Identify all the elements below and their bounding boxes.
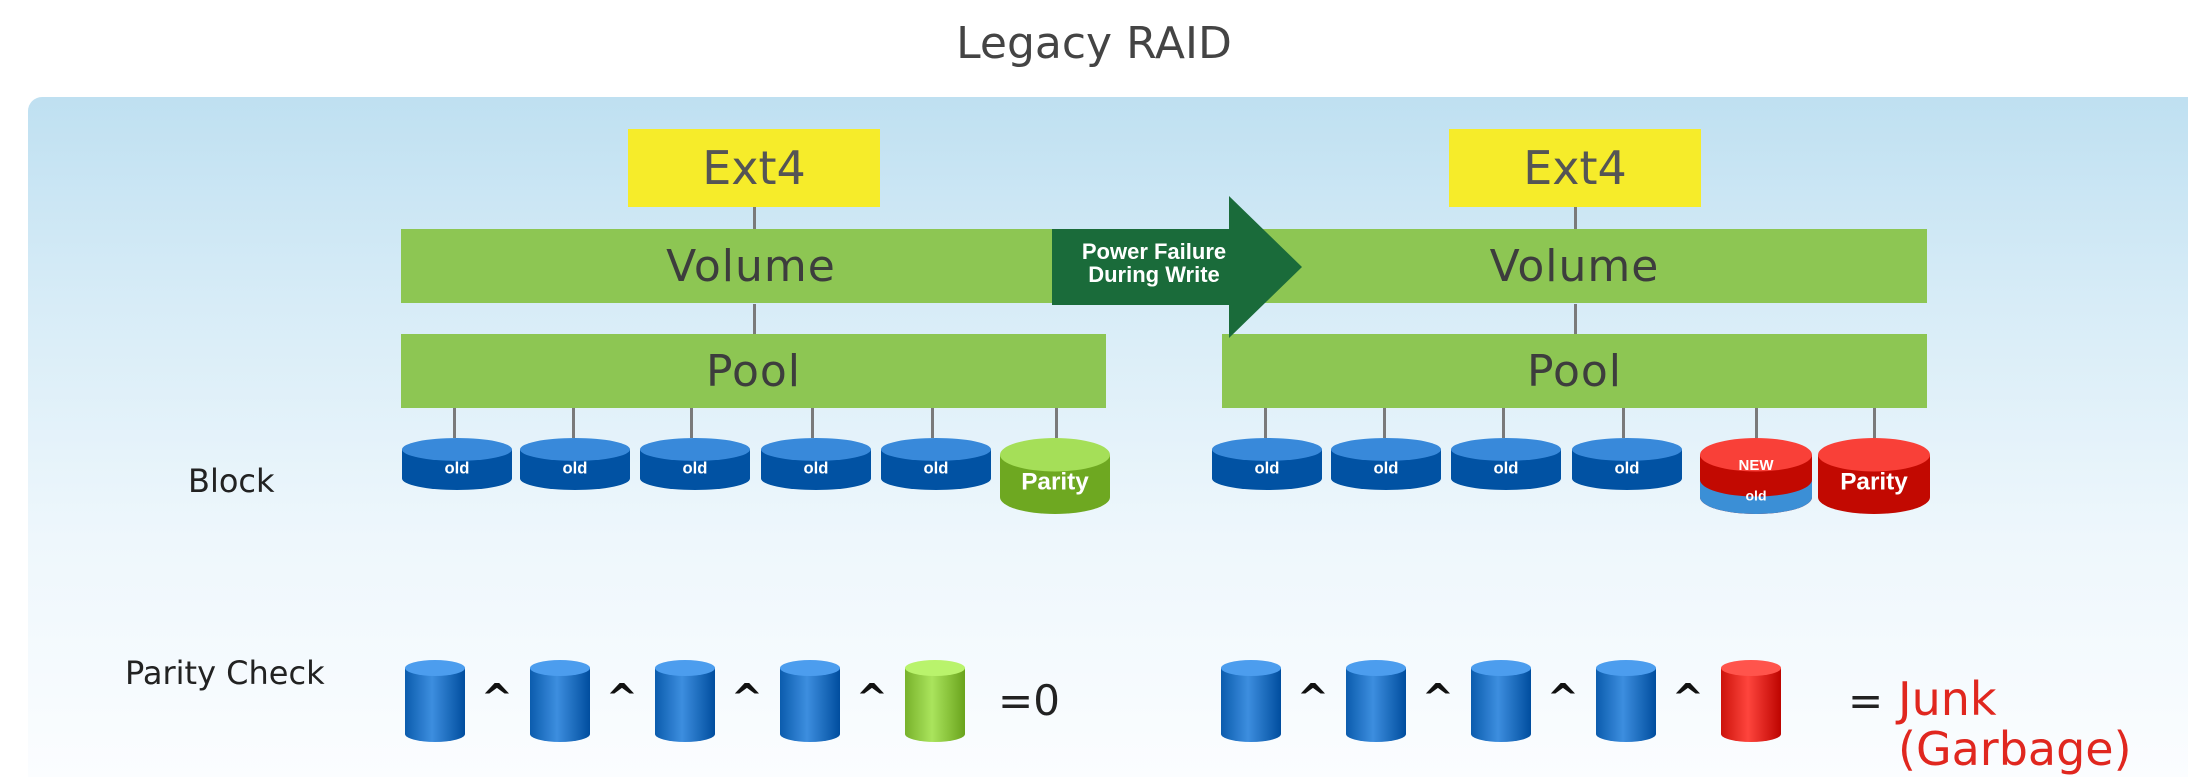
svg-text:old: old [1746,487,1767,503]
new-old-disk-icon: NEW old [1700,438,1812,514]
connector-line [1755,408,1758,438]
xor-operator: ^ [481,676,513,720]
svg-text:old: old [683,458,708,477]
xor-operator: ^ [1547,676,1579,720]
xor-operator: ^ [1297,676,1329,720]
svg-text:old: old [924,458,949,477]
xor-operator: ^ [606,676,638,720]
svg-text:old: old [1374,458,1399,477]
svg-text:old: old [563,458,588,477]
svg-text:Parity: Parity [1840,469,1908,496]
cylinder-icon [780,660,840,742]
right-result-junk: Junk (Garbage) [1898,674,2132,774]
svg-text:old: old [804,458,829,477]
junk-word: Junk [1898,672,1997,726]
parity-disk-icon: Parity [1000,438,1110,514]
disk-icon: old [1331,438,1441,490]
diagram-panel [28,97,2188,777]
svg-text:old: old [445,458,470,477]
connector-line [572,408,575,438]
right-ext4-box: Ext4 [1449,129,1701,207]
right-volume-bar: Volume [1222,229,1927,303]
parity-cylinder-icon [1721,660,1781,742]
arrow-icon [1052,196,1302,338]
connector-line [1264,408,1267,438]
left-volume-bar: Volume [401,229,1101,303]
left-result: =0 [998,676,1060,725]
xor-operator: ^ [856,676,888,720]
parity-cylinder-icon [905,660,965,742]
connector-line [1502,408,1505,438]
disk-icon: old [1212,438,1322,490]
svg-text:old: old [1615,458,1640,477]
diagram-title: Legacy RAID [956,18,1232,69]
connector-line [690,408,693,438]
cylinder-icon [1221,660,1281,742]
cylinder-icon [405,660,465,742]
connector-line [753,207,756,229]
xor-operator: ^ [731,676,763,720]
cylinder-icon [655,660,715,742]
connector-line [753,304,756,334]
transition-label: Power Failure During Write [1060,240,1248,286]
disk-icon: old [640,438,750,490]
transition-line-1: Power Failure [1081,239,1227,264]
cylinder-icon [1471,660,1531,742]
disk-icon: old [761,438,871,490]
disk-icon: old [1572,438,1682,490]
svg-text:NEW: NEW [1739,457,1775,474]
connector-line [1873,408,1876,438]
xor-operator: ^ [1672,676,1704,720]
disk-icon: old [881,438,991,490]
connector-line [1574,304,1577,334]
connector-line [811,408,814,438]
transition-line-2: During Write [1088,262,1220,287]
block-row-label: Block [188,462,275,500]
connector-line [453,408,456,438]
svg-text:Parity: Parity [1021,469,1089,496]
disk-icon: old [520,438,630,490]
right-pool-bar: Pool [1222,334,1927,408]
cylinder-icon [530,660,590,742]
connector-line [1622,408,1625,438]
left-pool-bar: Pool [401,334,1106,408]
xor-operator: ^ [1422,676,1454,720]
connector-line [931,408,934,438]
garbage-note: (Garbage) [1898,722,2132,776]
parity-check-row-label: Parity Check [125,654,325,692]
svg-text:old: old [1255,458,1280,477]
svg-text:old: old [1494,458,1519,477]
connector-line [1055,408,1058,438]
connector-line [1574,207,1577,229]
cylinder-icon [1346,660,1406,742]
disk-icon: old [1451,438,1561,490]
cylinder-icon [1596,660,1656,742]
connector-line [1383,408,1386,438]
left-ext4-box: Ext4 [628,129,880,207]
parity-disk-icon: Parity [1818,438,1930,514]
disk-icon: old [402,438,512,490]
right-result-equals: = [1848,676,1884,725]
